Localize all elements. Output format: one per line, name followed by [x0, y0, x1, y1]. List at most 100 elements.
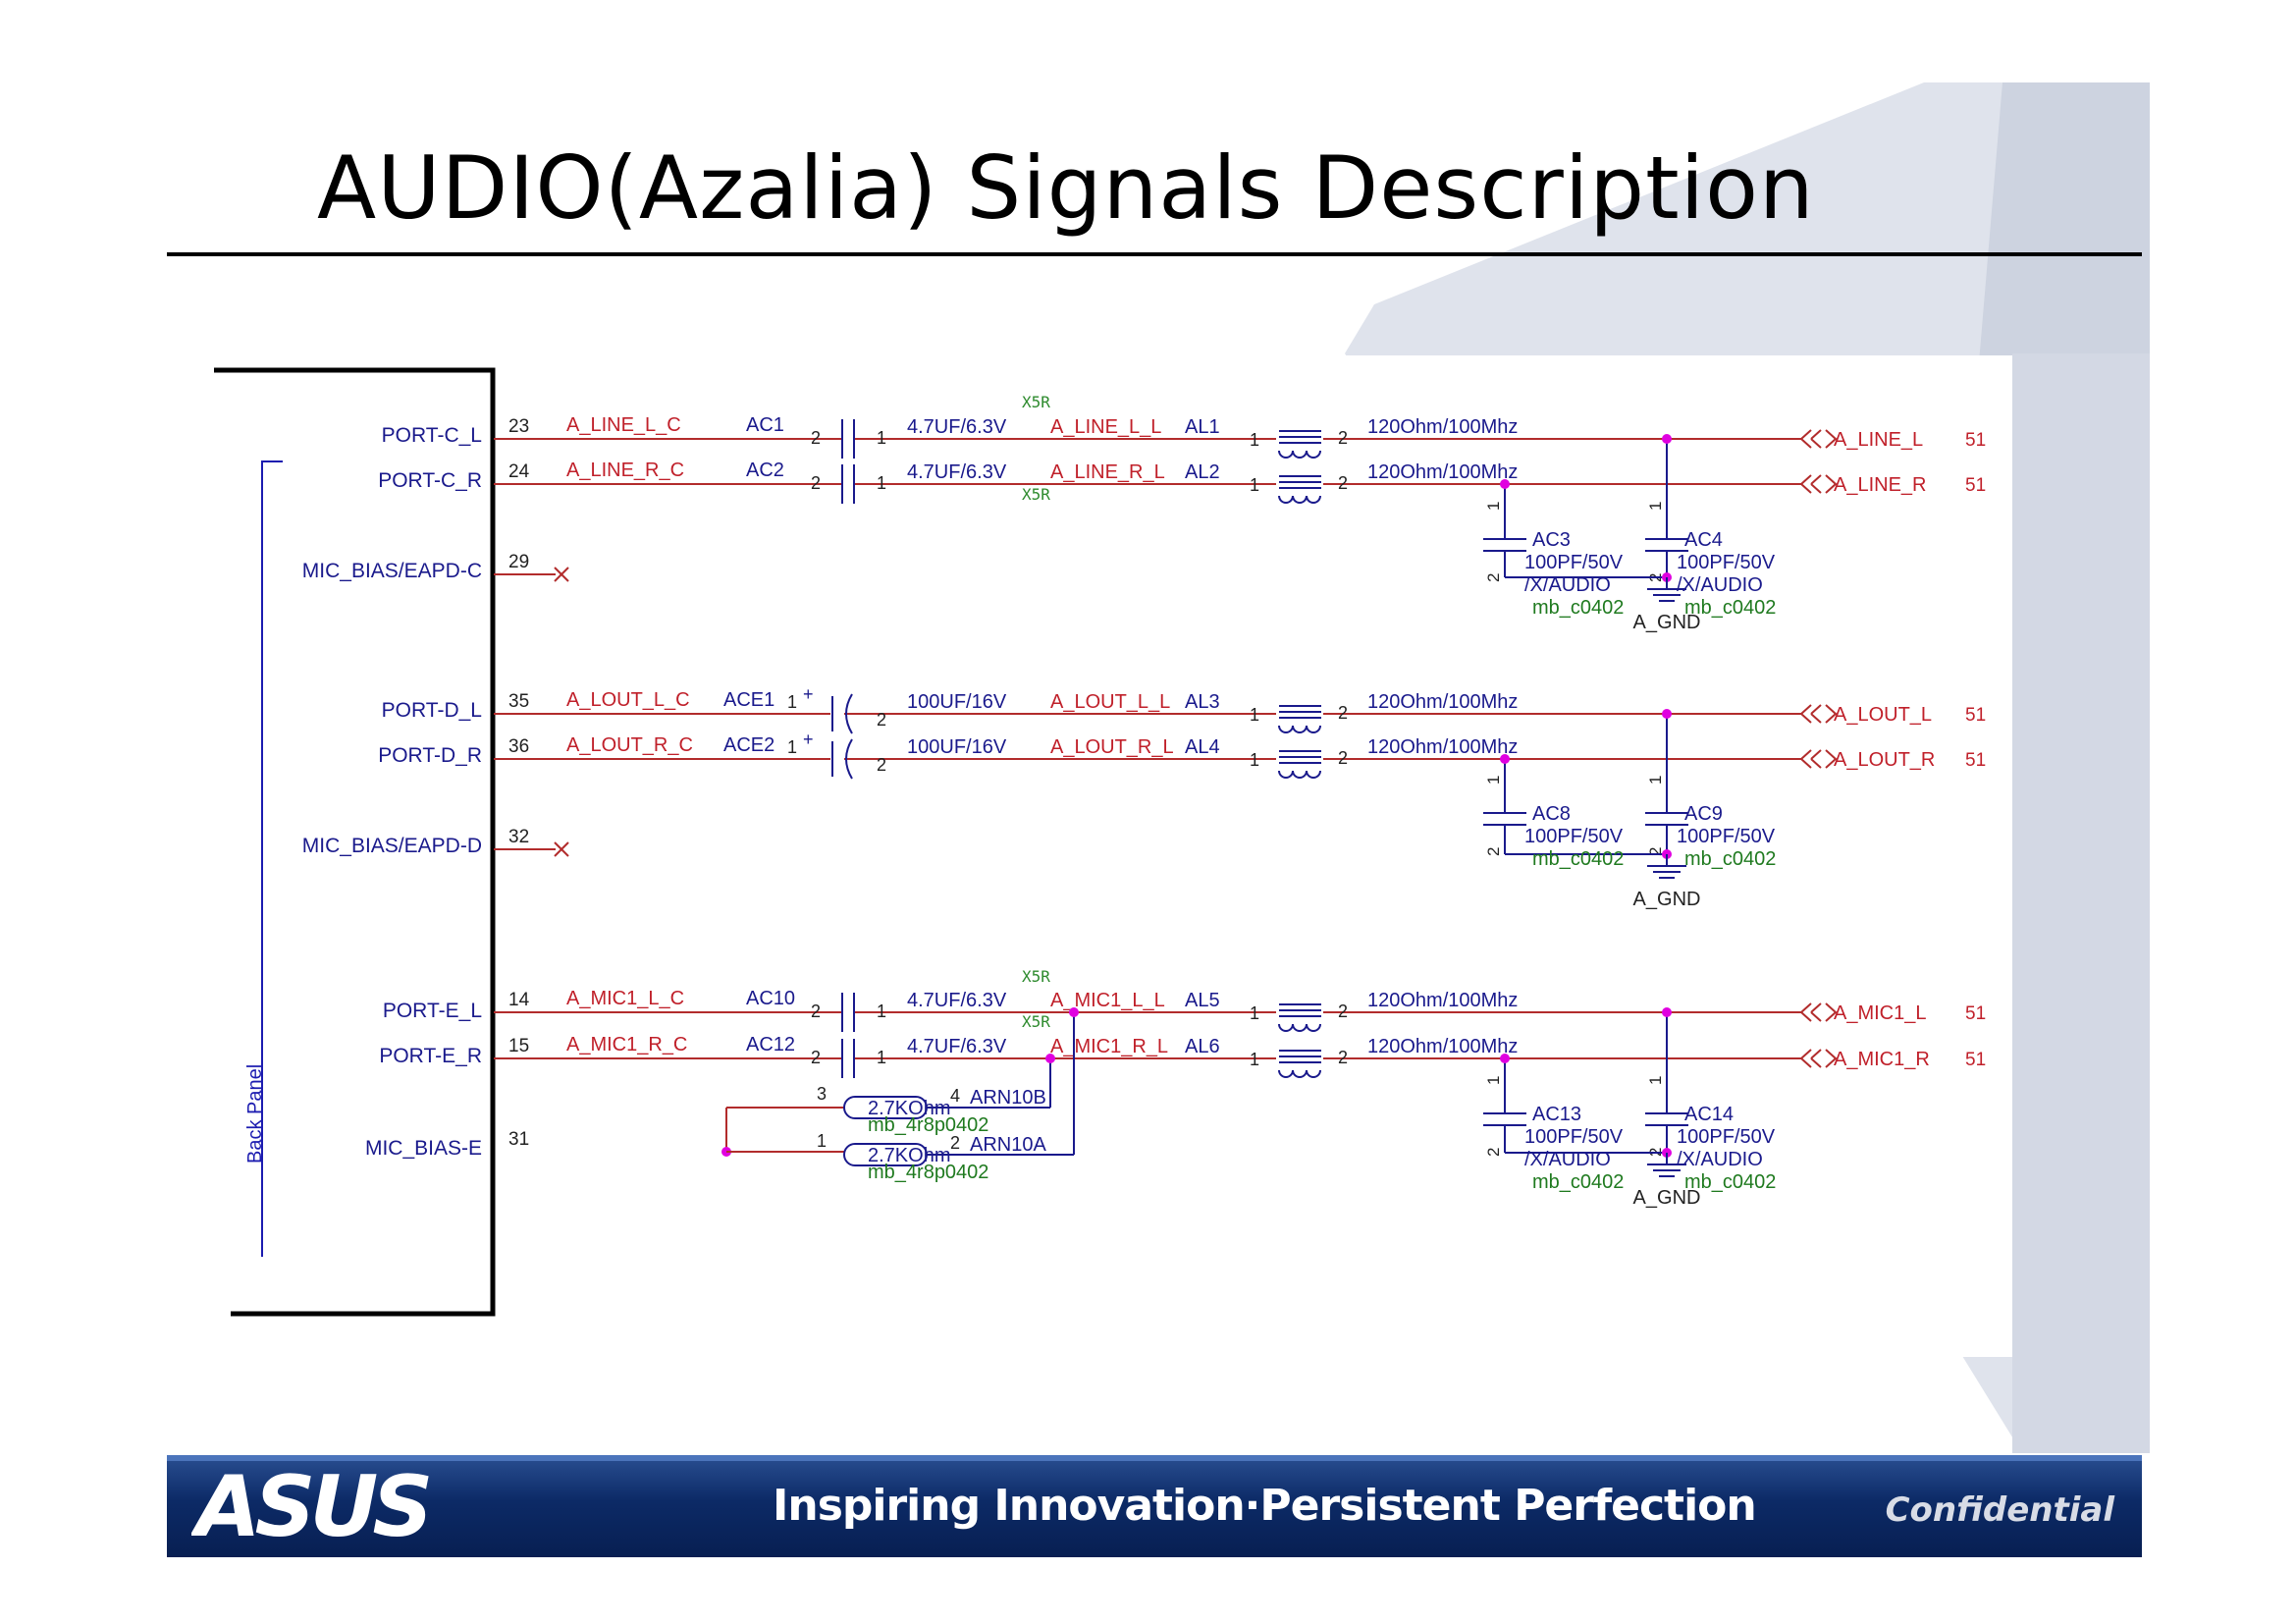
- pin-number: 2: [1484, 847, 1503, 856]
- pin-number: 32: [508, 827, 529, 847]
- cap-gap: [842, 419, 854, 459]
- pin-number: 1: [1250, 475, 1259, 495]
- net-label: A_MIC1_R_C: [566, 1034, 687, 1056]
- asus-logo: ASUS: [191, 1463, 435, 1551]
- junction-dot: [1500, 1054, 1510, 1063]
- pin-number: 15: [508, 1036, 529, 1056]
- page-reference: 51: [1965, 1003, 1986, 1024]
- pin-number: 31: [508, 1129, 529, 1150]
- pin-number: 1: [877, 1001, 886, 1021]
- capacitor-ref: ACE1: [723, 689, 774, 711]
- capacitor-ref: AC2: [746, 460, 784, 481]
- svg-text:ASUS: ASUS: [191, 1463, 429, 1551]
- cap-gap: [830, 741, 844, 777]
- cap-gap: [830, 696, 844, 731]
- bead-coil: [1278, 495, 1321, 504]
- page-title: AUDIO(Azalia) Signals Description: [317, 137, 1815, 239]
- port-label: PORT-E_L: [383, 1000, 482, 1022]
- page-reference: 51: [1965, 750, 1986, 771]
- pin-number: 1: [1646, 776, 1665, 785]
- capacitor-ref: AC10: [746, 988, 795, 1009]
- footer-topline: [167, 1455, 2142, 1461]
- shunt-cap-option: /X/AUDIO: [1677, 574, 1763, 596]
- pin-number: 2: [1338, 703, 1348, 723]
- x5r-note: X5R: [1022, 485, 1050, 504]
- pin-number: 23: [508, 416, 529, 437]
- shunt-cap-footprint: mb_c0402: [1532, 1171, 1624, 1193]
- net-label: A_MIC1_L_C: [566, 988, 684, 1009]
- shunt-cap-value: 100PF/50V: [1677, 552, 1776, 573]
- capacitor-value: 4.7UF/6.3V: [907, 990, 1007, 1011]
- bead-ref: AL3: [1185, 691, 1220, 713]
- pin-number: 2: [1484, 1148, 1503, 1157]
- pin-number: 1: [1484, 502, 1503, 511]
- bead-value: 120Ohm/100Mhz: [1367, 691, 1518, 713]
- bead-coil: [1278, 1023, 1321, 1032]
- pin-number: 2: [1338, 1048, 1348, 1067]
- bead-coil: [1278, 1069, 1321, 1078]
- confidential-label: Confidential: [1885, 1490, 2114, 1530]
- pin-number: 29: [508, 552, 529, 572]
- no-connect-mark: [554, 567, 569, 582]
- shunt-cap-footprint: mb_c0402: [1684, 597, 1776, 619]
- bead-coil: [1278, 450, 1321, 459]
- x5r-note: X5R: [1022, 393, 1050, 411]
- no-connect-mark: [554, 841, 569, 857]
- net-label: A_LOUT_L_L: [1050, 691, 1170, 713]
- ground-label: A_GND: [1633, 889, 1701, 910]
- net-label: A_LINE_R_C: [566, 460, 684, 481]
- pin-number: 2: [1338, 748, 1348, 768]
- shunt-cap-value: 100PF/50V: [1677, 1126, 1776, 1148]
- net-label: A_LOUT_R_C: [566, 734, 693, 756]
- pin-number: 1: [1250, 430, 1259, 450]
- pin-number: 1: [1646, 502, 1665, 511]
- bead-value: 120Ohm/100Mhz: [1367, 990, 1518, 1011]
- shunt-cap-ref: AC14: [1684, 1104, 1734, 1125]
- resistor-value: 2.7KOhm: [868, 1098, 950, 1119]
- pin-number: 4: [950, 1086, 960, 1106]
- port-label: MIC_BIAS-E: [365, 1137, 482, 1160]
- pin-number: 1: [1484, 1076, 1503, 1085]
- resistor-value: 2.7KOhm: [868, 1145, 950, 1166]
- cap-gap: [842, 993, 854, 1032]
- page-reference: 51: [1965, 1050, 1986, 1070]
- capacitor-ref: AC1: [746, 414, 784, 436]
- pin-number: 1: [1250, 1050, 1259, 1069]
- ground-label: A_GND: [1633, 1187, 1701, 1209]
- pin-number: 2: [1338, 1001, 1348, 1021]
- bead-coil: [1278, 725, 1321, 733]
- pin-number: 2: [811, 1048, 821, 1067]
- x5r-note: X5R: [1022, 1012, 1050, 1031]
- bead-ref: AL2: [1185, 461, 1220, 483]
- output-net-label: A_LOUT_R: [1834, 749, 1935, 771]
- offpage-connector: [1800, 1002, 1838, 1022]
- shunt-cap-footprint: mb_c0402: [1684, 848, 1776, 870]
- bead-ref: AL1: [1185, 416, 1220, 438]
- capacitor-value: 100UF/16V: [907, 691, 1007, 713]
- schematic-canvas: [461, 355, 2012, 1357]
- bead-value: 120Ohm/100Mhz: [1367, 1036, 1518, 1057]
- back-panel-box: [214, 367, 496, 1317]
- bead-ref: AL5: [1185, 990, 1220, 1011]
- shunt-cap-option: /X/AUDIO: [1677, 1149, 1763, 1170]
- page-reference: 51: [1965, 705, 1986, 726]
- port-label: MIC_BIAS/EAPD-D: [302, 835, 482, 857]
- bead-coil: [1278, 770, 1321, 779]
- junction-dot: [1662, 434, 1672, 444]
- pin-number: 1: [1250, 1003, 1259, 1023]
- pin-number: 36: [508, 736, 529, 757]
- offpage-connector: [1800, 749, 1838, 769]
- pin-number: 2: [1646, 847, 1665, 856]
- shunt-cap-ref: AC9: [1684, 803, 1723, 825]
- pin-number: 2: [1484, 573, 1503, 582]
- shunt-cap-option: /X/AUDIO: [1524, 1149, 1611, 1170]
- shunt-cap-value: 100PF/50V: [1677, 826, 1776, 847]
- capacitor-value: 4.7UF/6.3V: [907, 461, 1007, 483]
- output-net-label: A_MIC1_L: [1834, 1002, 1927, 1024]
- junction-dot: [1069, 1007, 1079, 1017]
- shunt-cap-ref: AC13: [1532, 1104, 1581, 1125]
- pin-number: 2: [1338, 428, 1348, 448]
- capacitor-ref: AC12: [746, 1034, 795, 1056]
- pin-number: 1: [877, 428, 886, 448]
- bead-ref: AL4: [1185, 736, 1220, 758]
